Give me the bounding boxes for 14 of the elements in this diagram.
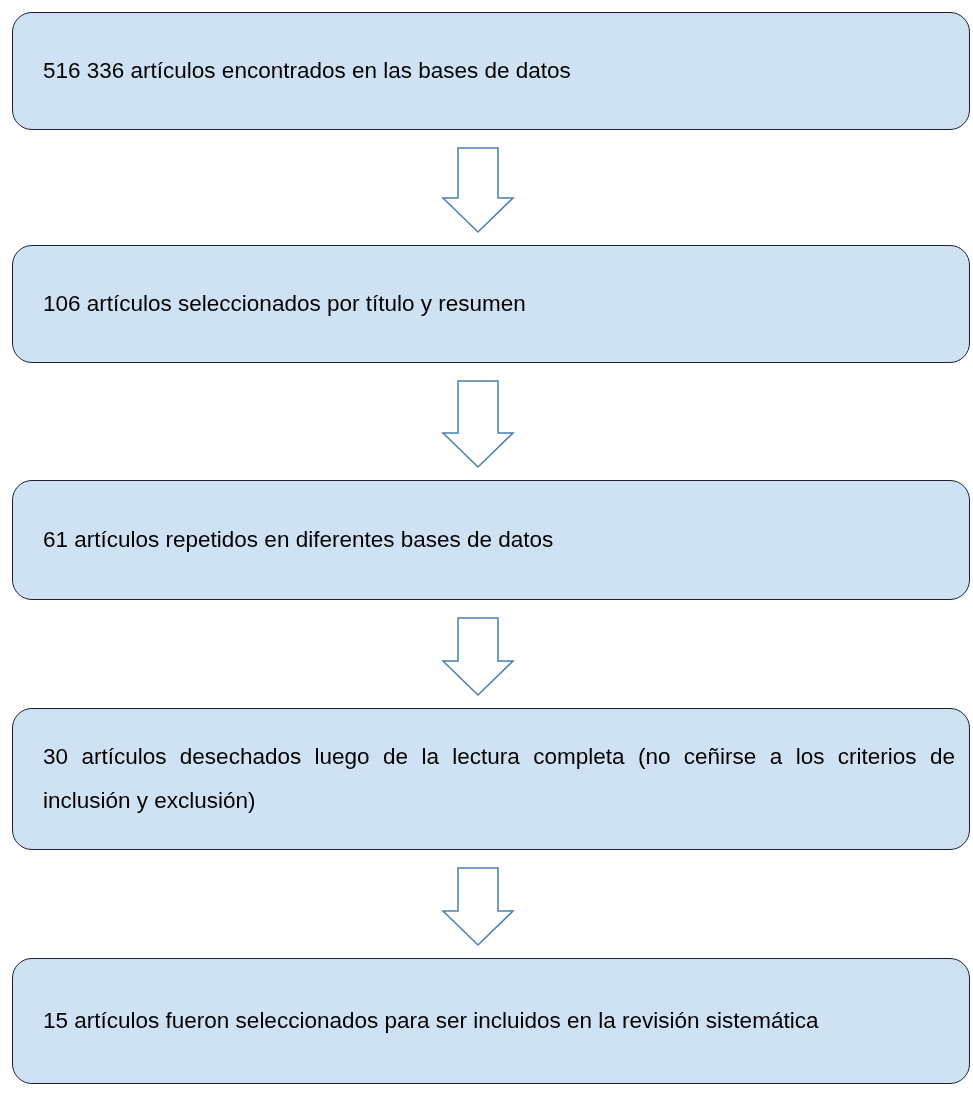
box-text: 516 336 artículos encontrados en las bases de datos [43, 57, 571, 85]
block-arrow [441, 617, 515, 697]
block-arrow [441, 867, 515, 947]
process-box [12, 12, 970, 130]
box-text: 106 artículos seleccionados por título y resumen [43, 290, 526, 318]
block-arrow [441, 147, 515, 234]
process-box [12, 708, 970, 850]
block-arrow [441, 380, 515, 469]
box-text: 30 artículos desechados luego de la lectura completa (no ceñirse a los criterios de inclusión y exclusión) [43, 743, 955, 815]
box-text: 15 artículos fueron seleccionados para ser incluidos en la revisión sistemática [43, 1007, 819, 1035]
process-box [12, 958, 970, 1084]
process-box [12, 245, 970, 363]
process-box [12, 480, 970, 600]
box-text: 61 artículos repetidos en diferentes bases de datos [43, 526, 554, 554]
